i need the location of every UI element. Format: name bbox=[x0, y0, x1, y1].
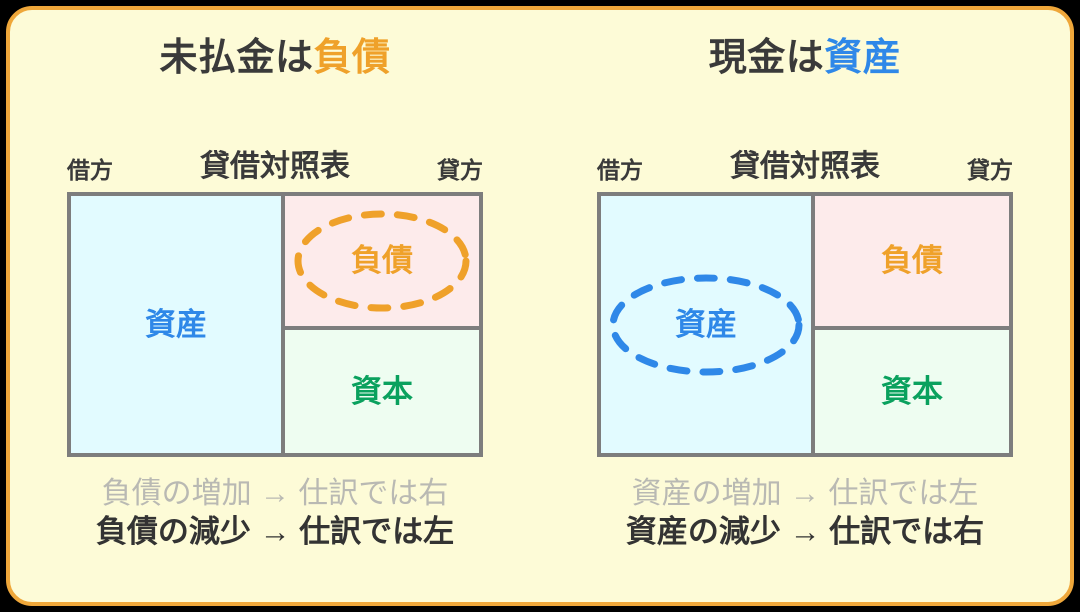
equity-cell-left: 資本 bbox=[285, 325, 479, 453]
liability-cell-right: 負債 bbox=[815, 196, 1009, 326]
diagram-card: 未払金は負債 借方 貸借対照表 貸方 資産 bbox=[6, 6, 1074, 606]
asset-cell-label-left: 資産 bbox=[145, 307, 208, 342]
footnotes-right: 資産の増加 → 仕訳では左 資産の減少 → 仕訳では右 bbox=[540, 476, 1070, 550]
liability-cell-left: 負債 bbox=[285, 196, 479, 326]
balance-sheet-table-left: 資産 負債 資本 bbox=[67, 192, 483, 457]
credit-side-label-right: 貸方 bbox=[967, 157, 1013, 183]
panel-title-right: 現金は資産 bbox=[540, 37, 1070, 80]
debit-side-label-right: 借方 bbox=[597, 157, 643, 183]
equity-cell-label-left: 資本 bbox=[351, 373, 414, 409]
panel-cash-is-asset: 現金は資産 借方 貸借対照表 貸方 資産 bbox=[540, 10, 1070, 602]
balance-sheet-header-left: 借方 貸借対照表 貸方 bbox=[67, 146, 483, 182]
credit-column-left: 負債 資本 bbox=[281, 196, 479, 453]
footnote-decrease-left: 負債の減少 → 仕訳では左 bbox=[95, 513, 455, 549]
footnote-increase-right: 資産の増加 → 仕訳では左 bbox=[631, 477, 979, 510]
equity-cell-label-right: 資本 bbox=[881, 373, 944, 409]
balance-sheet-title-right: 貸借対照表 bbox=[730, 150, 880, 183]
debit-side-label-left: 借方 bbox=[67, 157, 113, 183]
panel-title-left: 未払金は負債 bbox=[10, 37, 540, 80]
footnote-increase-left: 負債の増加 → 仕訳では右 bbox=[101, 477, 449, 510]
footnote-decrease-right: 資産の減少 → 仕訳では右 bbox=[625, 513, 985, 549]
credit-side-label-left: 貸方 bbox=[437, 157, 483, 183]
panel-accounts-payable-is-liability: 未払金は負債 借方 貸借対照表 貸方 資産 bbox=[10, 10, 540, 602]
asset-cell-left: 資産 bbox=[71, 196, 282, 453]
liability-cell-label-right: 負債 bbox=[881, 243, 944, 279]
panel-title-left-accent: 負債 bbox=[313, 37, 391, 79]
panel-title-left-prefix: 未払金は bbox=[159, 37, 314, 79]
asset-cell-right: 資産 bbox=[601, 196, 812, 453]
balance-sheet-title-left: 貸借対照表 bbox=[200, 150, 350, 183]
balance-sheet-header-right: 借方 貸借対照表 貸方 bbox=[597, 146, 1013, 182]
footnotes-left: 負債の増加 → 仕訳では右 負債の減少 → 仕訳では左 bbox=[10, 476, 540, 550]
panels-container: 未払金は負債 借方 貸借対照表 貸方 資産 bbox=[10, 10, 1070, 602]
credit-column-right: 負債 資本 bbox=[811, 196, 1009, 453]
balance-sheet-table-right: 資産 負債 資本 bbox=[597, 192, 1013, 457]
equity-cell-right: 資本 bbox=[815, 325, 1009, 453]
liability-cell-label-left: 負債 bbox=[351, 243, 414, 279]
panel-title-right-prefix: 現金は bbox=[708, 37, 825, 79]
asset-cell-label-right: 資産 bbox=[675, 307, 738, 342]
panel-title-right-accent: 資産 bbox=[824, 37, 902, 79]
